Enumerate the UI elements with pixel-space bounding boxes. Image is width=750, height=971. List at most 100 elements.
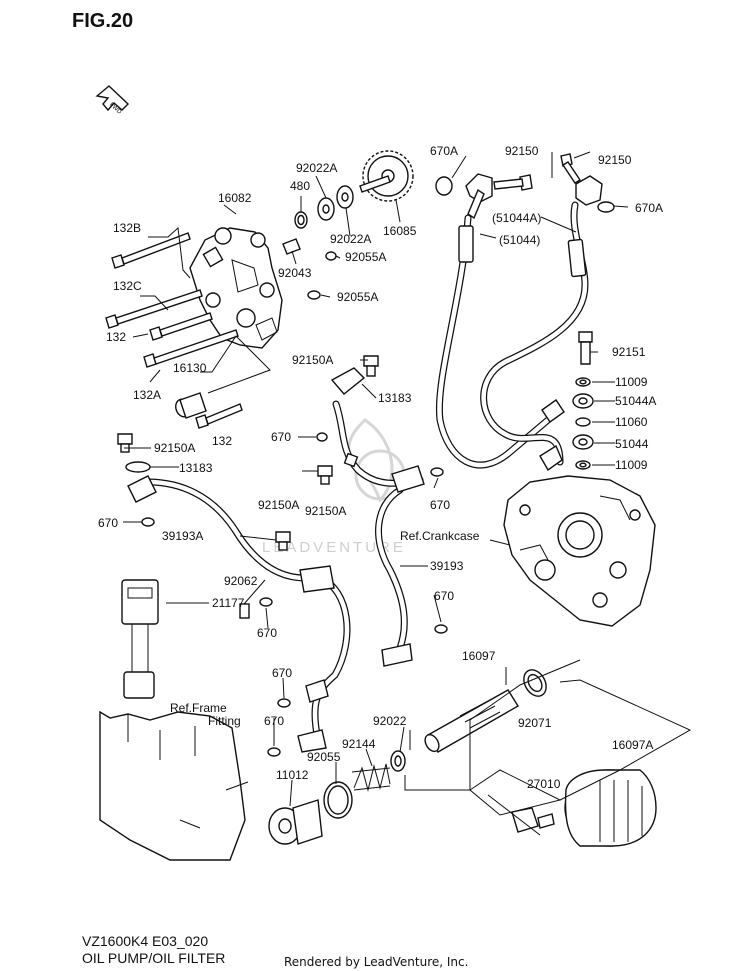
label-132-a: 132 <box>106 330 126 344</box>
label-92150a-left: 92150A <box>154 441 195 455</box>
washer-92022a-2 <box>336 185 354 209</box>
oring-92055a-1 <box>325 251 337 261</box>
model-code: VZ1600K4 E03_020 <box>82 933 208 949</box>
bolt-132c <box>105 289 203 329</box>
bolt-132-lower <box>195 403 243 429</box>
label-16130: 16130 <box>173 361 207 375</box>
oring-670-mid-right <box>430 467 444 477</box>
filter-16097 <box>424 689 519 753</box>
washer-11009-top <box>575 377 591 387</box>
label-670-a: 670 <box>257 626 277 640</box>
rendered-credit: Rendered by LeadVenture, Inc. <box>284 955 468 969</box>
switch-27010 <box>511 807 555 833</box>
pipe-39193a <box>127 475 351 753</box>
ref-frame: Ref.Frame <box>170 701 227 715</box>
label-92150a-mid: 92150A <box>305 504 346 518</box>
pipe-39193 <box>332 400 425 667</box>
pin-92043 <box>282 238 301 255</box>
figure-title: FIG.20 <box>72 10 133 32</box>
label-92150a-upper: 92150A <box>292 353 333 367</box>
label-16082: 16082 <box>218 191 252 205</box>
label-670-left: 670 <box>98 516 118 530</box>
banjo-fitting-left <box>465 173 493 220</box>
label-670a-left: 670A <box>430 144 458 158</box>
oring-670-lower-right <box>434 624 448 634</box>
label-92022: 92022 <box>373 714 407 728</box>
misc-leaders <box>123 151 629 746</box>
label-51044: 51044 <box>615 437 649 451</box>
label-132a: 132A <box>133 388 161 402</box>
label-51044a-paren: (51044A) <box>492 211 541 225</box>
oring-670-mid <box>316 432 328 442</box>
bolt-92150a-left <box>117 433 133 453</box>
label-13183-upper: 13183 <box>378 391 412 405</box>
label-670-lower-right: 670 <box>434 589 454 603</box>
oil-hose-assembly <box>435 201 589 472</box>
label-13183-left: 13183 <box>179 461 213 475</box>
sensor-21177 <box>121 579 159 699</box>
label-92151: 92151 <box>612 345 646 359</box>
label-27010: 27010 <box>527 777 561 791</box>
label-132b: 132B <box>113 221 141 235</box>
frame-reference <box>99 710 249 861</box>
label-92150a-center: 92150A <box>258 498 299 512</box>
label-670a-right: 670A <box>635 201 663 215</box>
oil-pump-body <box>189 227 283 349</box>
crankcase <box>503 475 656 627</box>
label-670-b: 670 <box>272 666 292 680</box>
label-21177: 21177 <box>212 596 245 610</box>
bolt-132b <box>111 232 191 269</box>
banjo-51044 <box>572 434 594 450</box>
oring-92055a-2 <box>307 290 321 300</box>
oring-670-b <box>277 698 291 708</box>
label-92055: 92055 <box>307 750 341 764</box>
oil-filter-16097a <box>564 769 657 847</box>
watermark-text: LEADVENTURE <box>262 539 406 556</box>
bolt-92150a-center <box>275 531 291 551</box>
label-16097a: 16097A <box>612 738 653 752</box>
plug-11012 <box>268 799 323 845</box>
oring-670a-left <box>435 176 453 196</box>
pump-leaders <box>132 175 401 394</box>
label-92144: 92144 <box>342 737 376 751</box>
bolt-92150-right <box>560 153 581 184</box>
banjo-13183-left <box>125 461 151 473</box>
label-92022a-top: 92022A <box>296 161 337 175</box>
bolt-132-upper <box>149 312 213 341</box>
label-92022a-bottom: 92022A <box>330 232 371 246</box>
label-11060: 11060 <box>615 415 648 429</box>
label-11012: 11012 <box>276 768 309 782</box>
label-16085: 16085 <box>383 224 417 238</box>
oring-92055 <box>323 781 353 819</box>
bolt-92151 <box>578 331 593 365</box>
label-39193a: 39193A <box>162 529 203 543</box>
oring-670-left <box>141 517 155 527</box>
label-11009-top: 11009 <box>615 375 648 389</box>
label-670-mid-right: 670 <box>430 498 450 512</box>
banjo-13183-upper <box>330 367 366 395</box>
label-480: 480 <box>290 179 310 193</box>
label-670-c: 670 <box>264 714 284 728</box>
label-16097: 16097 <box>462 649 496 663</box>
spring-92144 <box>351 763 391 792</box>
label-670-mid: 670 <box>271 430 291 444</box>
banjo-fitting-right <box>575 175 603 206</box>
diagram-title: OIL PUMP/OIL FILTER <box>82 950 225 966</box>
crankcase-leader <box>489 539 511 546</box>
washer-11009-bottom <box>575 460 591 470</box>
label-92055a-1: 92055A <box>345 250 386 264</box>
label-92062: 92062 <box>224 574 258 588</box>
washer-92022 <box>390 750 406 772</box>
ref-crankcase: Ref.Crankcase <box>400 529 480 543</box>
washer-480 <box>294 211 308 229</box>
label-51044-paren: (51044) <box>499 233 540 247</box>
bolt-92150-left <box>493 174 533 191</box>
oring-670a-right <box>597 201 615 213</box>
washer-11060 <box>575 417 591 427</box>
label-92150-right: 92150 <box>598 153 632 167</box>
washer-92022a-1 <box>317 197 335 221</box>
fwd-arrow-icon: FWD <box>95 85 130 116</box>
ref-frame-fitting: Fitting <box>208 714 241 728</box>
part-labels: 132B 132C 132 132A 16130 132 16082 480 9… <box>98 144 663 791</box>
